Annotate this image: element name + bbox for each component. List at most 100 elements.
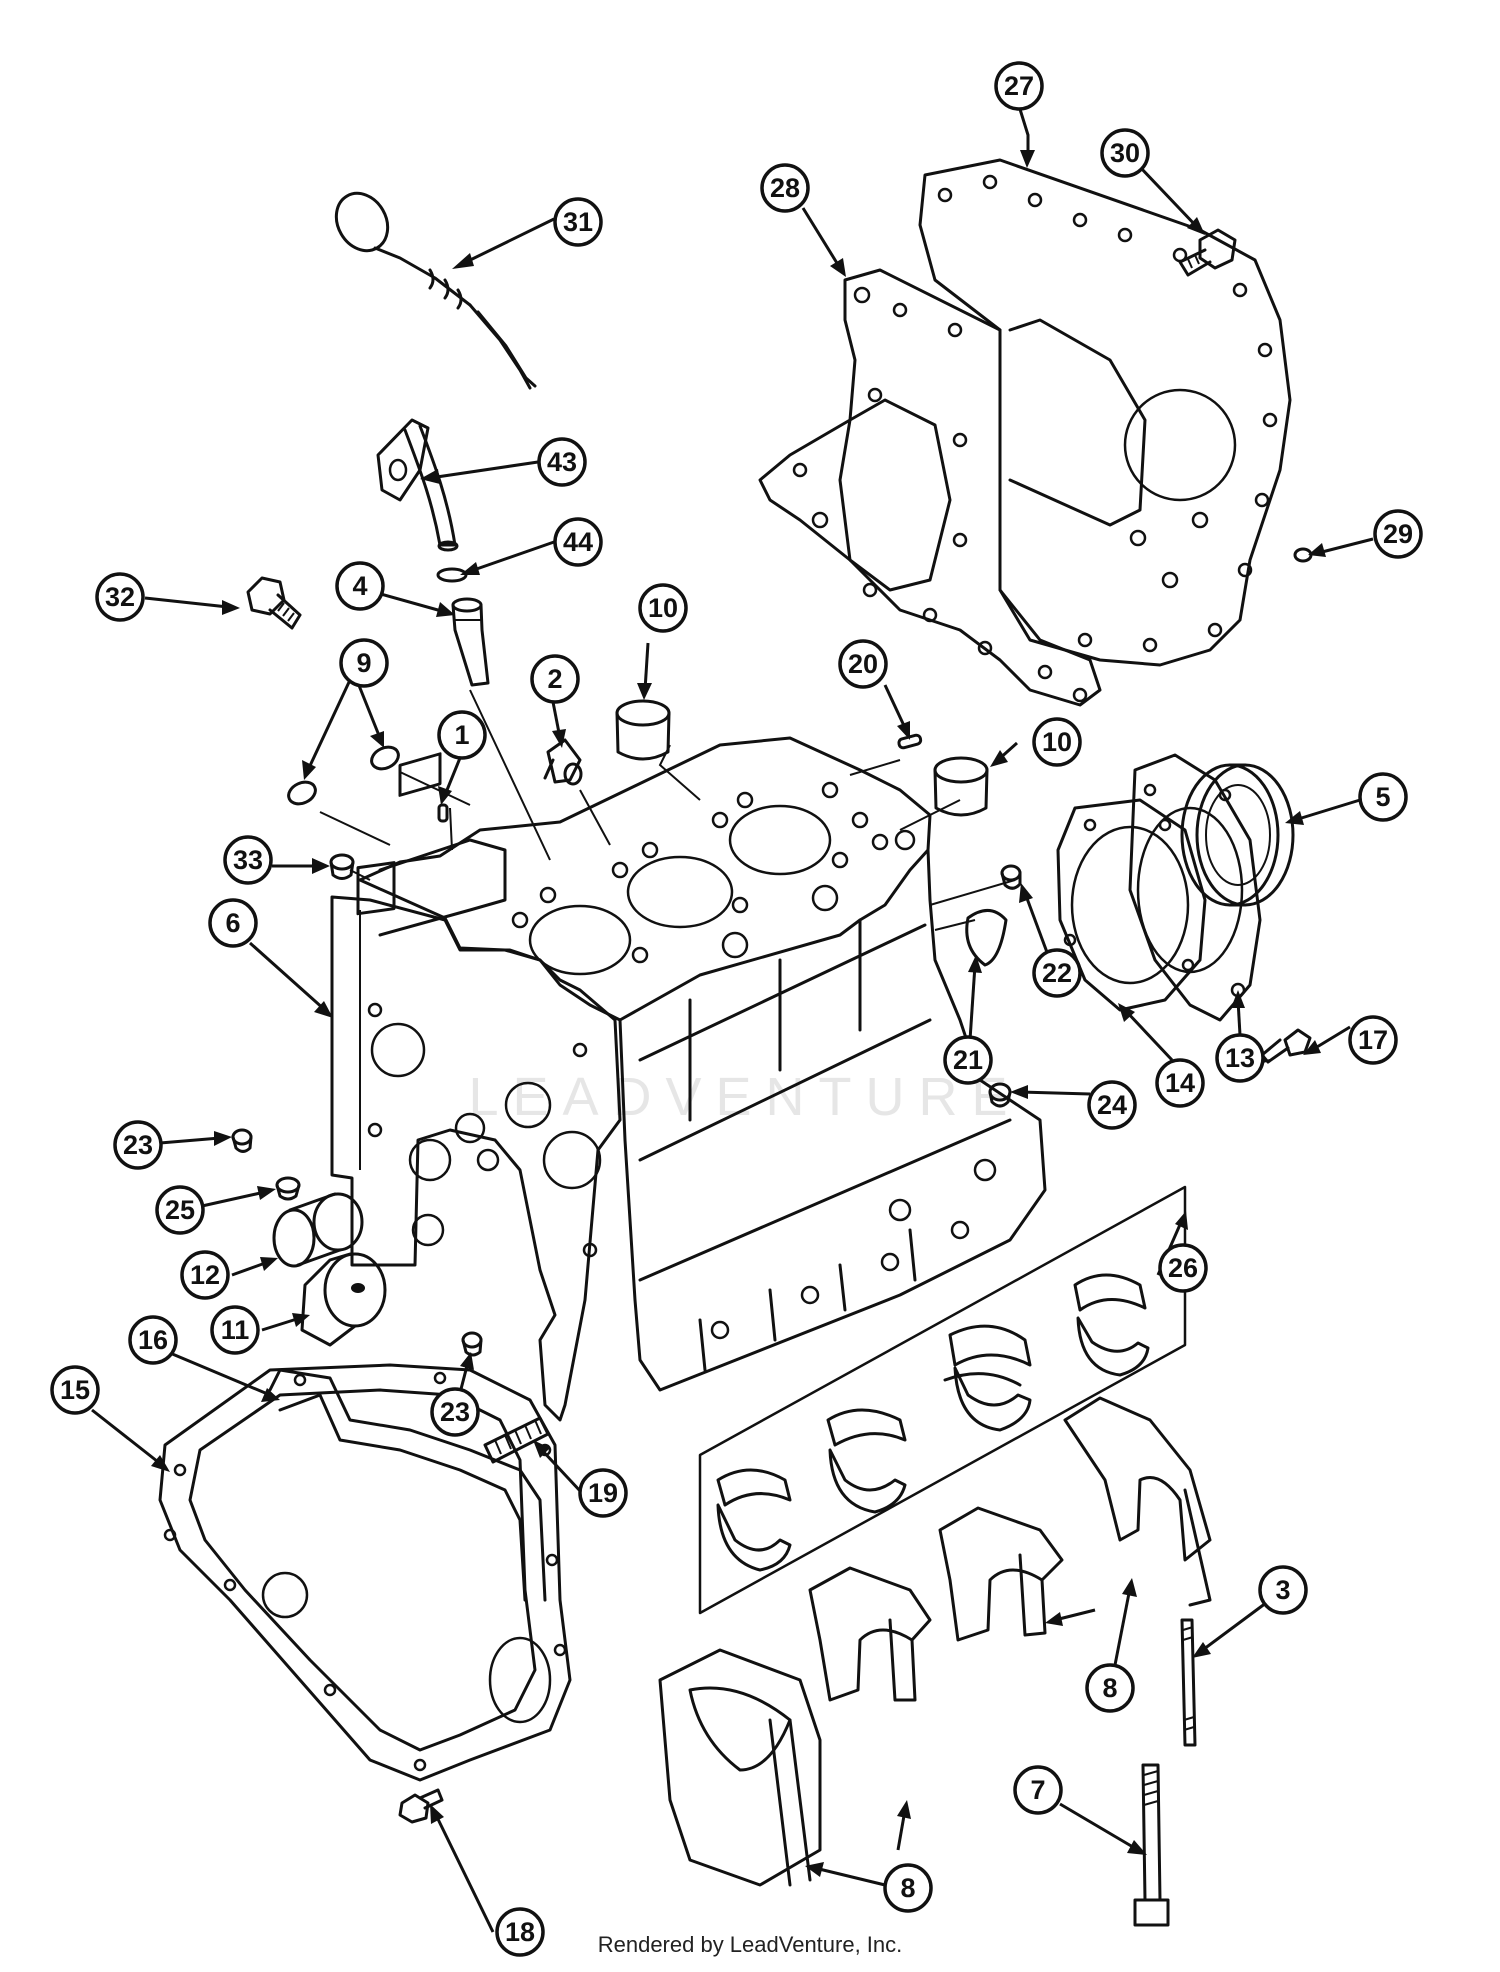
engine-block-part-6 — [330, 736, 1047, 1422]
callout-43: 43 — [537, 437, 587, 487]
bearing-set-part-26 — [698, 1185, 1187, 1615]
rear-plate-part-27 — [918, 158, 1292, 667]
svg-text:29: 29 — [1383, 519, 1413, 549]
bolt-part-18 — [398, 1788, 444, 1824]
plug-part-25 — [275, 1176, 301, 1201]
plug-part-9 — [287, 745, 400, 806]
bolt-part-17 — [1260, 1028, 1312, 1064]
callout-12: 12 — [180, 1250, 230, 1300]
dipstick-tube-part-43 — [376, 418, 459, 552]
leader-lines — [91, 105, 1374, 1933]
callout-33: 33 — [223, 835, 273, 885]
svg-text:19: 19 — [588, 1478, 618, 1508]
callout-44: 44 — [553, 517, 603, 567]
svg-text:31: 31 — [563, 207, 593, 237]
svg-text:14: 14 — [1165, 1068, 1195, 1098]
dowel-part-22 — [1000, 864, 1022, 890]
callout-9: 9 — [339, 638, 389, 688]
callout-8-b: 8 — [1085, 1663, 1135, 1713]
callout-14: 14 — [1155, 1058, 1205, 1108]
plug-part-21 — [965, 909, 1008, 967]
gasket-part-14 — [1056, 798, 1207, 1012]
callout-25: 25 — [155, 1185, 205, 1235]
callout-18: 18 — [495, 1907, 545, 1957]
callout-23-b: 23 — [430, 1387, 480, 1437]
bolt-part-7 — [1133, 1763, 1170, 1927]
gasket-part-16 — [268, 1368, 547, 1602]
callout-23-a: 23 — [113, 1120, 163, 1170]
svg-text:17: 17 — [1358, 1025, 1388, 1055]
svg-text:8: 8 — [900, 1873, 915, 1903]
bolt-part-32 — [246, 576, 302, 630]
bushing-part-12 — [272, 1192, 364, 1268]
watermark-text: LEADVENTURE — [468, 1067, 1021, 1127]
svg-text:6: 6 — [225, 908, 240, 938]
stud-part-19 — [483, 1416, 550, 1464]
cup-plug-part-10 — [615, 699, 989, 817]
callout-4: 4 — [335, 561, 385, 611]
svg-text:2: 2 — [547, 664, 562, 694]
callout-26: 26 — [1158, 1243, 1208, 1293]
svg-text:8: 8 — [1102, 1673, 1117, 1703]
svg-text:25: 25 — [165, 1195, 195, 1225]
callout-29: 29 — [1373, 509, 1423, 559]
svg-text:13: 13 — [1225, 1043, 1255, 1073]
callout-7: 7 — [1013, 1765, 1063, 1815]
callout-28: 28 — [760, 163, 810, 213]
callout-24: 24 — [1087, 1080, 1137, 1130]
callout-1: 1 — [437, 710, 487, 760]
svg-text:23: 23 — [123, 1130, 153, 1160]
callout-2: 2 — [530, 654, 580, 704]
svg-text:11: 11 — [221, 1315, 250, 1345]
callout-16: 16 — [128, 1315, 178, 1365]
svg-text:27: 27 — [1004, 71, 1034, 101]
svg-text:3: 3 — [1275, 1575, 1290, 1605]
main-bearing-caps-part-8 — [658, 1396, 1212, 1887]
callout-22: 22 — [1032, 948, 1082, 998]
callout-20: 20 — [838, 639, 888, 689]
svg-text:7: 7 — [1030, 1775, 1045, 1805]
svg-text:5: 5 — [1375, 782, 1390, 812]
svg-text:1: 1 — [454, 720, 469, 750]
svg-text:24: 24 — [1097, 1090, 1127, 1120]
sensor-part-2 — [543, 738, 583, 786]
callout-27: 27 — [994, 61, 1044, 111]
plug-part-23 — [231, 1128, 483, 1357]
callout-3: 3 — [1258, 1565, 1308, 1615]
svg-text:12: 12 — [190, 1260, 220, 1290]
gasket-part-28 — [758, 268, 1102, 707]
front-cover-part-15 — [158, 1363, 572, 1782]
svg-text:18: 18 — [505, 1917, 535, 1947]
housing-part-13 — [1128, 753, 1262, 1022]
svg-text:23: 23 — [440, 1397, 470, 1427]
svg-text:32: 32 — [105, 582, 135, 612]
svg-text:28: 28 — [770, 173, 800, 203]
callout-15: 15 — [50, 1365, 100, 1415]
callout-11: 11 — [210, 1305, 260, 1355]
callout-13: 13 — [1215, 1033, 1265, 1083]
callout-10-b: 10 — [1032, 717, 1082, 767]
svg-text:10: 10 — [1042, 727, 1072, 757]
callout-17: 17 — [1348, 1015, 1398, 1065]
plug-part-33 — [329, 853, 355, 880]
callout-21: 21 — [943, 1035, 993, 1085]
svg-text:4: 4 — [352, 571, 367, 601]
svg-text:26: 26 — [1168, 1253, 1198, 1283]
svg-text:10: 10 — [648, 593, 678, 623]
callout-32: 32 — [95, 572, 145, 622]
svg-text:22: 22 — [1042, 958, 1072, 988]
callout-31: 31 — [553, 197, 603, 247]
svg-text:44: 44 — [563, 527, 593, 557]
tube-part-4 — [451, 597, 490, 687]
svg-text:16: 16 — [138, 1325, 168, 1355]
svg-text:21: 21 — [953, 1045, 983, 1075]
bushing-part-11 — [300, 1252, 387, 1347]
svg-text:43: 43 — [547, 447, 577, 477]
bolt-part-30 — [1178, 228, 1237, 277]
callout-30: 30 — [1100, 128, 1150, 178]
callout-10-a: 10 — [638, 583, 688, 633]
callout-5: 5 — [1358, 772, 1408, 822]
stud-part-3 — [1180, 1618, 1197, 1747]
